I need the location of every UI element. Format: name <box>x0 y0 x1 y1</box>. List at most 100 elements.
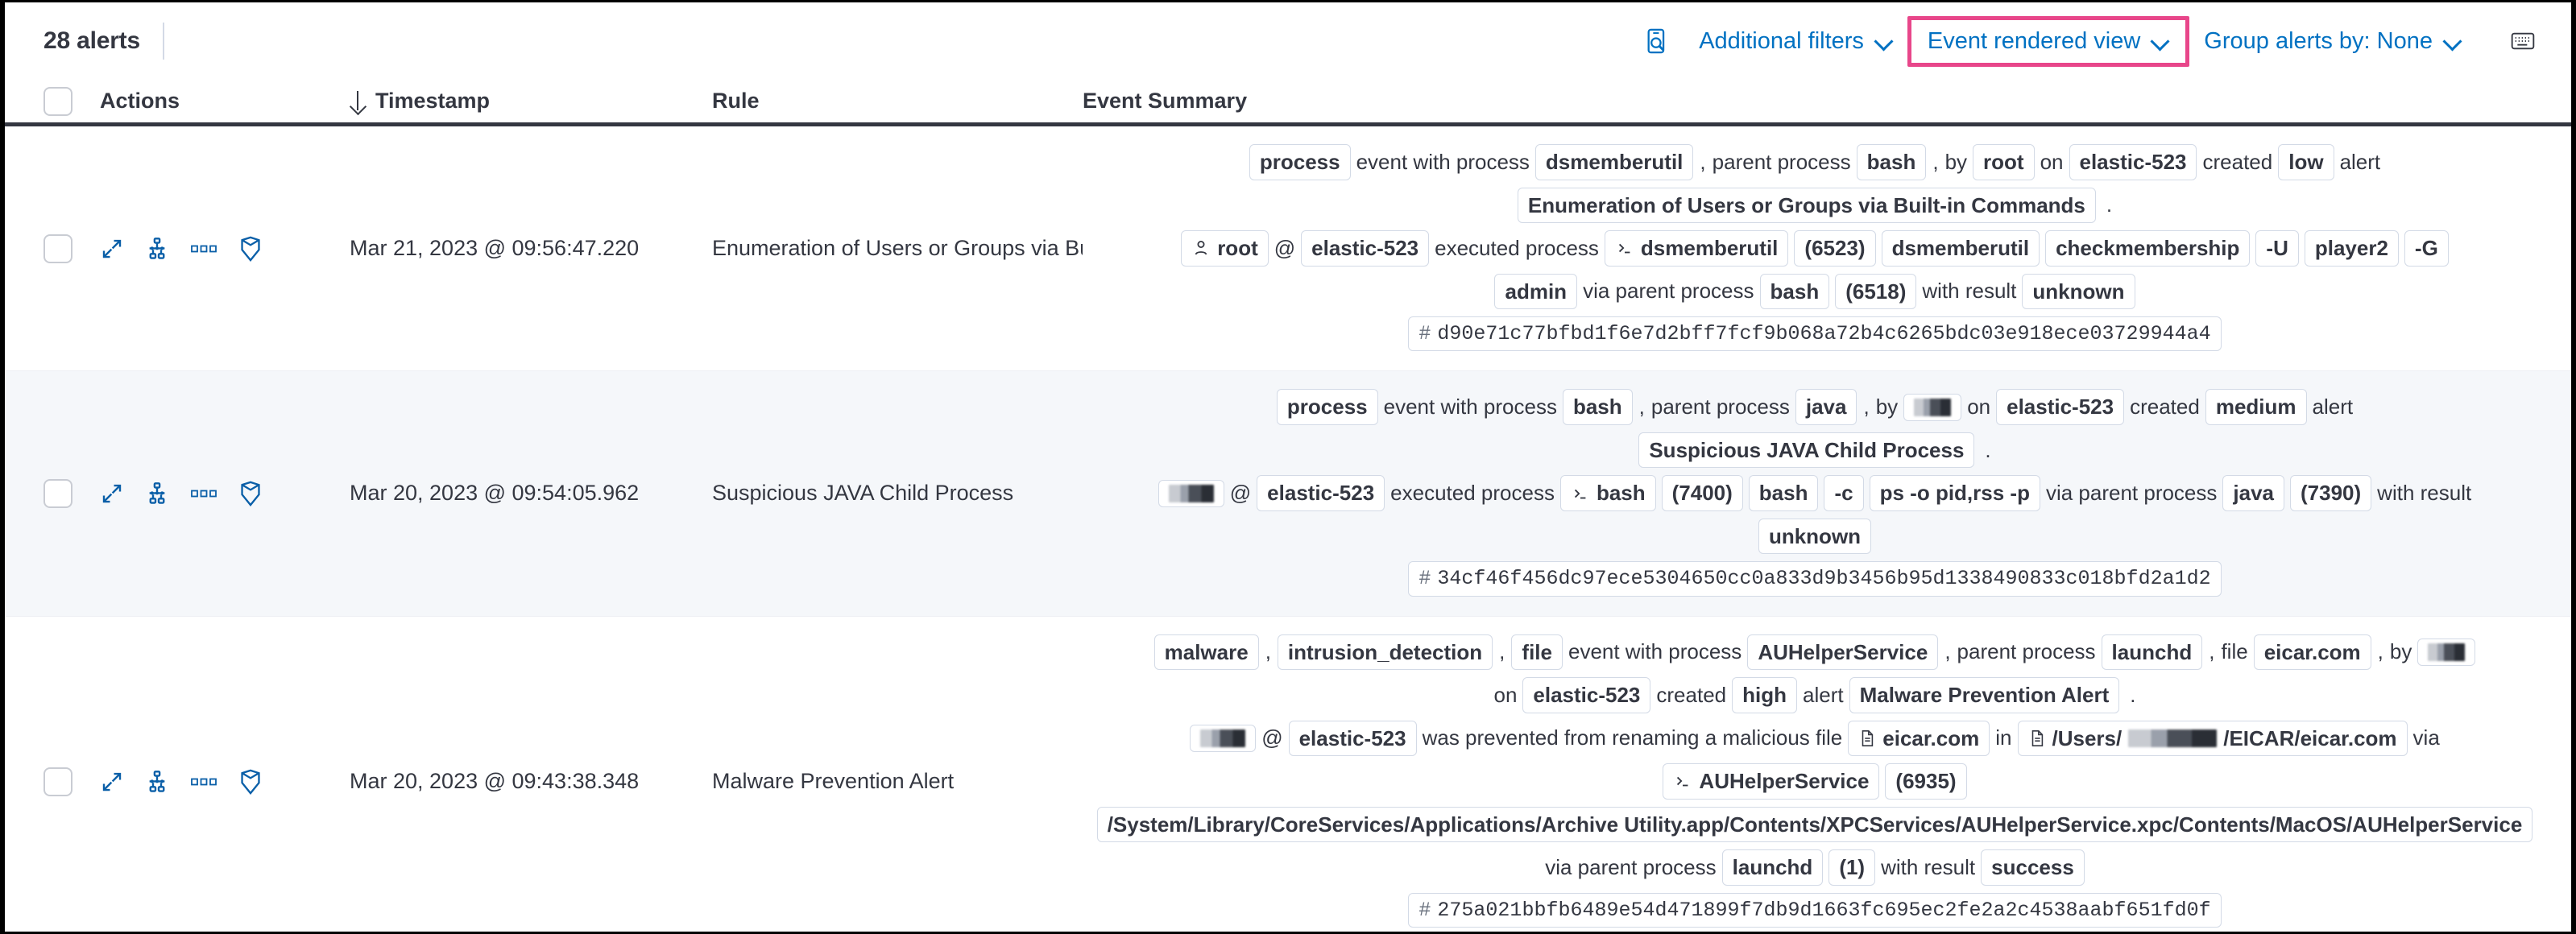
event-hash-chip[interactable]: #d90e71c77bfbd1f6e7d2bff7fcf9b068a72b4c6… <box>1408 316 2222 352</box>
header-actions[interactable]: Actions <box>100 89 350 114</box>
event-rendered-view-button[interactable]: Event rendered view <box>1923 25 2174 58</box>
summary-chip[interactable]: elastic-523 <box>1288 720 1417 756</box>
summary-chip[interactable]: launchd <box>2101 634 2203 670</box>
summary-chip[interactable]: file <box>1511 634 1563 670</box>
summary-chip[interactable]: high <box>1732 677 1797 713</box>
row-rule-name[interactable]: Enumeration of Users or Groups via Bui <box>712 236 1083 261</box>
more-actions-icon[interactable] <box>190 487 217 500</box>
more-actions-icon[interactable] <box>190 775 217 788</box>
event-hash-chip[interactable]: #275a021bbfb6489e54d471899f7db9d1663fc69… <box>1408 892 2222 928</box>
summary-chip[interactable]: elastic-523 <box>2069 144 2197 180</box>
summary-text: @ <box>1261 725 1283 750</box>
summary-chip[interactable]: player2 <box>2304 230 2399 267</box>
summary-chip[interactable]: medium <box>2205 389 2307 425</box>
summary-chip[interactable]: Malware Prevention Alert <box>1849 677 2120 713</box>
analyzer-icon[interactable] <box>145 237 169 261</box>
summary-chip[interactable]: (6523) <box>1794 230 1876 267</box>
analyzer-icon[interactable] <box>145 770 169 794</box>
summary-chip[interactable]: unknown <box>1758 518 1872 555</box>
header-timestamp-label: Timestamp <box>375 89 491 113</box>
summary-chip[interactable]: (6518) <box>1835 273 1917 309</box>
group-alerts-by-button[interactable]: Group alerts by: None <box>2189 20 2476 63</box>
summary-chip[interactable]: (6935) <box>1885 763 1967 800</box>
additional-filters-button[interactable]: Additional filters <box>1684 20 1907 63</box>
summary-chip[interactable]: unknown <box>2022 273 2135 309</box>
summary-text: @ <box>1274 235 1296 260</box>
redacted-user-chip[interactable] <box>1158 479 1224 507</box>
more-actions-icon[interactable] <box>190 242 217 255</box>
summary-chip[interactable]: java <box>1795 389 1857 425</box>
header-event-summary[interactable]: Event Summary <box>1083 89 2571 114</box>
summary-chip[interactable]: low <box>2278 144 2334 180</box>
summary-chip[interactable]: dsmemberutil <box>1604 230 1789 267</box>
redacted-user-chip[interactable] <box>1903 393 1962 421</box>
summary-chip[interactable]: checkmembership <box>2045 230 2251 267</box>
expand-icon[interactable] <box>100 481 124 506</box>
expand-icon[interactable] <box>100 237 124 261</box>
session-view-icon[interactable] <box>238 481 263 506</box>
summary-chip[interactable]: (7400) <box>1661 475 1743 511</box>
summary-chip[interactable]: (7390) <box>2290 475 2372 511</box>
summary-chip[interactable]: java <box>2222 475 2285 511</box>
row-select-checkbox[interactable] <box>43 767 72 796</box>
summary-chip[interactable]: (1) <box>1828 849 1876 886</box>
summary-chip[interactable]: -G <box>2404 230 2449 267</box>
event-hash-chip[interactable]: #34cf46f456dc97ece5304650cc0a833d9b3456b… <box>1408 561 2222 597</box>
summary-chip[interactable]: elastic-523 <box>1301 230 1430 267</box>
summary-chip[interactable]: elastic-523 <box>1522 677 1651 713</box>
summary-chip[interactable]: dsmemberutil <box>1881 230 2040 267</box>
file-path-chip[interactable]: /Users//EICAR/eicar.com <box>2017 720 2408 756</box>
summary-chip[interactable]: malware <box>1153 634 1259 670</box>
summary-chip[interactable]: process <box>1249 144 1351 180</box>
summary-chip[interactable]: process <box>1276 389 1378 425</box>
summary-chip-label: (6935) <box>1895 769 1957 793</box>
redacted-user-chip[interactable] <box>1190 724 1257 752</box>
summary-text: by <box>1875 395 1899 419</box>
summary-chip[interactable]: root <box>1973 144 2035 180</box>
summary-chip-label: unknown <box>2032 279 2125 304</box>
row-timestamp-cell: Mar 20, 2023 @ 09:54:05.962 <box>350 371 712 615</box>
summary-chip[interactable]: Enumeration of Users or Groups via Built… <box>1517 187 2096 223</box>
summary-chip[interactable]: /System/Library/CoreServices/Application… <box>1096 806 2533 842</box>
header-rule[interactable]: Rule <box>712 89 1083 114</box>
keyboard-icon[interactable] <box>2497 22 2549 60</box>
row-rule-name[interactable]: Malware Prevention Alert <box>712 769 955 794</box>
session-view-icon[interactable] <box>238 236 263 262</box>
select-all-checkbox[interactable] <box>43 86 72 116</box>
summary-chip[interactable]: eicar.com <box>1848 720 1990 756</box>
expand-icon[interactable] <box>100 770 124 794</box>
summary-chip[interactable]: bash <box>1856 144 1927 180</box>
summary-chip[interactable]: root <box>1181 230 1269 267</box>
row-select-checkbox[interactable] <box>43 234 72 263</box>
summary-chip[interactable]: Suspicious JAVA Child Process <box>1638 432 1975 469</box>
summary-chip[interactable]: bash <box>1759 273 1830 309</box>
inspect-search-icon[interactable] <box>1631 21 1684 61</box>
summary-chip[interactable]: launchd <box>1721 849 1824 886</box>
header-timestamp[interactable]: Timestamp <box>350 89 712 114</box>
summary-chip[interactable]: success <box>1981 849 2085 886</box>
summary-chip[interactable]: AUHelperService <box>1663 763 1880 800</box>
summary-chip[interactable]: bash <box>1559 475 1656 511</box>
summary-chip[interactable]: bash <box>1748 475 1819 511</box>
summary-chip[interactable]: elastic-523 <box>1996 389 2125 425</box>
summary-chip[interactable]: -U <box>2255 230 2299 267</box>
summary-chip[interactable]: admin <box>1494 273 1578 309</box>
summary-chip[interactable]: ps -o pid,rss -p <box>1869 475 2040 511</box>
redacted-user-chip[interactable] <box>2417 638 2476 666</box>
summary-chip[interactable]: bash <box>1562 389 1633 425</box>
analyzer-icon[interactable] <box>145 481 169 506</box>
row-rule-name[interactable]: Suspicious JAVA Child Process <box>712 481 1014 506</box>
session-view-icon[interactable] <box>238 769 263 795</box>
summary-chip[interactable]: elastic-523 <box>1257 475 1385 511</box>
summary-chip[interactable]: dsmemberutil <box>1534 144 1694 180</box>
summary-text: event with process <box>1383 395 1557 419</box>
row-select-checkbox[interactable] <box>43 478 72 508</box>
summary-chip[interactable]: intrusion_detection <box>1277 634 1493 670</box>
summary-chip[interactable]: -c <box>1824 475 1864 511</box>
summary-chip[interactable]: AUHelperService <box>1747 634 1939 670</box>
summary-chip[interactable]: eicar.com <box>2253 634 2371 670</box>
